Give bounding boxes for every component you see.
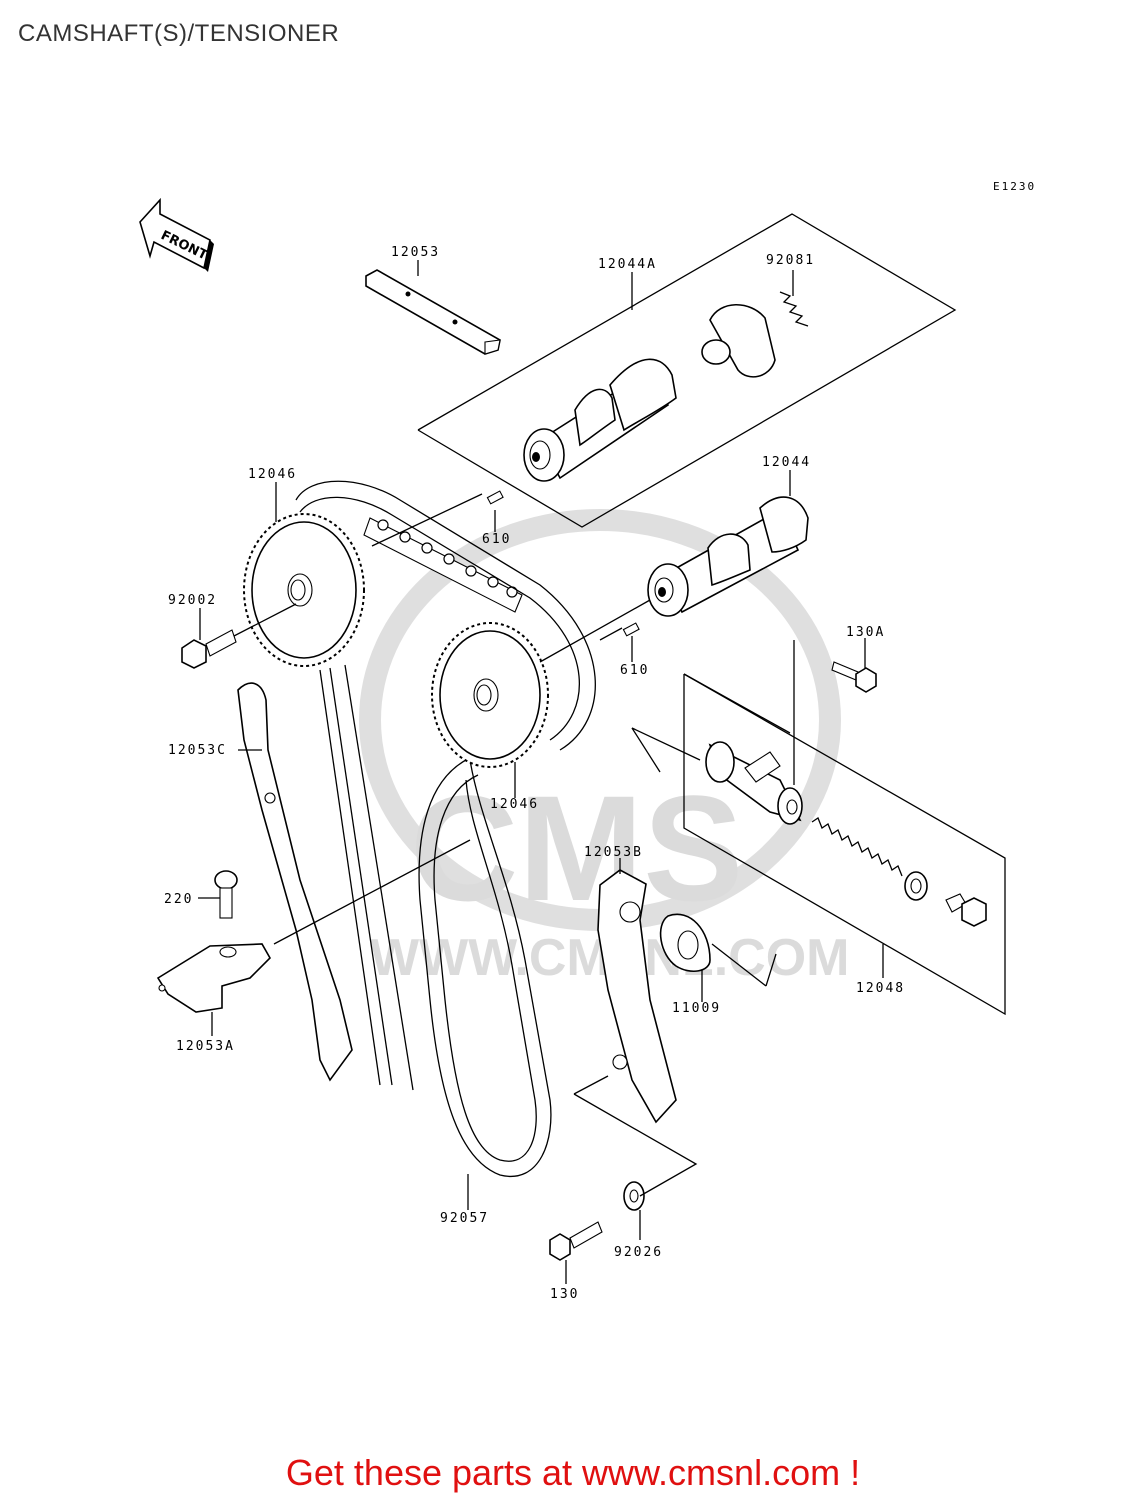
chain-tensioner-body xyxy=(705,741,803,825)
label-12053: 12053 xyxy=(391,245,440,260)
dowel-pin-b xyxy=(622,622,640,637)
exploded-parts-diagram: CMS WWW.CMSNL.COM E1230 FRONT xyxy=(139,180,1036,1302)
label-12053a: 12053A xyxy=(176,1039,235,1054)
tensioner-cap-bolt xyxy=(945,893,987,927)
guide-holder xyxy=(156,943,271,1013)
label-92057: 92057 xyxy=(440,1211,489,1226)
cam-chain xyxy=(295,480,596,1178)
label-92026: 92026 xyxy=(614,1245,663,1260)
label-11009: 11009 xyxy=(672,1001,721,1016)
label-12044: 12044 xyxy=(762,455,811,470)
guide-washer xyxy=(623,1181,645,1211)
label-610-a: 610 xyxy=(482,532,511,547)
tensioner-spring xyxy=(811,817,903,877)
cam-sprocket-top xyxy=(243,513,365,667)
chain-guide-right xyxy=(597,869,677,1124)
label-130a: 130A xyxy=(846,625,885,640)
tensioner-gasket xyxy=(659,913,777,987)
label-130: 130 xyxy=(550,1287,579,1302)
tensioner-group-outline xyxy=(683,673,1006,1016)
label-220: 220 xyxy=(164,892,193,907)
leader-lines xyxy=(198,260,884,1284)
label-12048: 12048 xyxy=(856,981,905,996)
label-12046-bottom: 12046 xyxy=(490,797,539,812)
cam-chain-links xyxy=(363,517,523,613)
label-12053c: 12053C xyxy=(168,743,227,758)
front-direction-arrow: FRONT xyxy=(139,197,214,272)
exhaust-camshaft xyxy=(523,358,677,482)
promo-link[interactable]: Get these parts at www.cmsnl.com ! xyxy=(285,1452,861,1493)
chain-guide-left xyxy=(237,682,353,1082)
cam-sprocket-bottom xyxy=(431,622,549,768)
watermark-brand: CMS xyxy=(410,764,743,932)
dowel-pin-a xyxy=(486,490,504,505)
label-92002: 92002 xyxy=(168,593,217,608)
diagram-code: E1230 xyxy=(993,180,1036,193)
label-92081: 92081 xyxy=(766,253,815,268)
label-610-b: 610 xyxy=(620,663,649,678)
guide-bolt-130 xyxy=(549,1221,603,1261)
camshaft-group-outline xyxy=(417,213,957,528)
tensioner-bolt-130a xyxy=(831,661,877,693)
page-title: CAMSHAFT(S)/TENSIONER xyxy=(18,20,340,47)
sprocket-bolt xyxy=(181,603,297,669)
label-12046-top: 12046 xyxy=(248,467,297,482)
chain-guide-top xyxy=(365,269,501,355)
decompressor-assembly xyxy=(701,291,809,378)
intake-camshaft xyxy=(647,496,809,617)
guide-holder-screw xyxy=(214,839,471,945)
label-12053b: 12053B xyxy=(584,845,643,860)
label-12044a: 12044A xyxy=(598,257,657,272)
tensioner-washer xyxy=(904,871,928,901)
